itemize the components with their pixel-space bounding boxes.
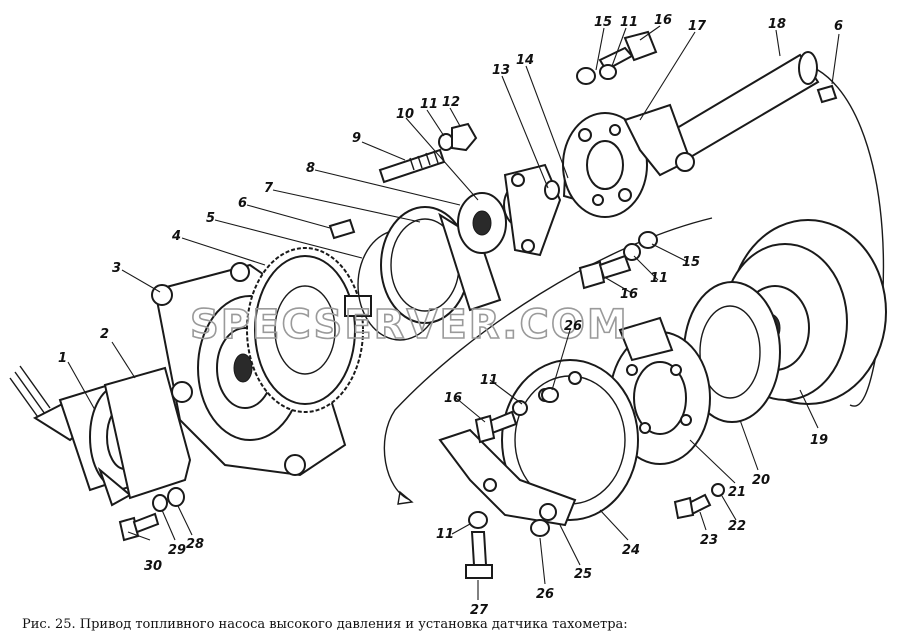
callout-14: 14 xyxy=(516,53,534,68)
bolt-27 xyxy=(465,531,493,579)
callout-15-top: 15 xyxy=(594,15,612,30)
callout-8: 8 xyxy=(306,161,315,176)
callout-10: 10 xyxy=(396,107,414,122)
sensor-bracket xyxy=(438,428,577,527)
callout-26-bottom: 26 xyxy=(536,587,554,602)
washer-22 xyxy=(711,483,725,497)
callout-16-mid: 16 xyxy=(444,391,462,406)
callout-7: 7 xyxy=(264,181,274,196)
callout-23: 23 xyxy=(700,533,718,548)
callout-11-mid: 11 xyxy=(480,373,498,388)
callout-22: 22 xyxy=(728,519,746,534)
callout-15-right: 15 xyxy=(682,255,700,270)
leader-lines xyxy=(67,25,840,600)
callout-16-top: 16 xyxy=(654,13,672,28)
key-small xyxy=(328,218,356,240)
callout-11-lower: 11 xyxy=(436,527,454,542)
callout-29: 29 xyxy=(168,543,186,558)
group-outline xyxy=(794,61,885,407)
callout-1: 1 xyxy=(58,351,67,366)
callout-19: 19 xyxy=(810,433,828,448)
washer-14 xyxy=(544,180,560,200)
callout-6-key: 6 xyxy=(238,196,247,211)
washer-28 xyxy=(167,487,185,507)
nut-12 xyxy=(451,122,478,152)
bolt-16-mid xyxy=(474,400,528,444)
bolt-16-lower xyxy=(578,231,658,290)
figure-caption: Рис. 25. Привод топливного насоса высоко… xyxy=(22,617,628,632)
gasket xyxy=(103,366,192,500)
callout-6-top: 6 xyxy=(834,19,843,34)
callout-4: 4 xyxy=(171,229,181,244)
callout-30: 30 xyxy=(144,559,162,574)
callout-11-upper: 11 xyxy=(420,97,438,112)
callout-16-right: 16 xyxy=(620,287,638,302)
callout-9: 9 xyxy=(352,131,361,146)
watermark: SPECSERVER.COM xyxy=(190,302,629,348)
callout-25: 25 xyxy=(574,567,592,582)
callout-18: 18 xyxy=(768,17,786,32)
callout-3: 3 xyxy=(112,261,121,276)
callout-12: 12 xyxy=(442,95,460,110)
arrow-pointer xyxy=(397,490,414,505)
stud-thread xyxy=(409,150,439,171)
callout-27: 27 xyxy=(470,603,489,618)
drive-gear xyxy=(246,247,372,413)
callout-28: 28 xyxy=(186,537,204,552)
callout-20: 20 xyxy=(752,473,770,488)
flange-coupling xyxy=(562,112,648,218)
callout-17: 17 xyxy=(688,19,707,34)
washer-26-bottom xyxy=(530,519,550,537)
callout-21: 21 xyxy=(728,485,746,500)
callout-11-right: 11 xyxy=(650,271,668,286)
washer-29 xyxy=(152,494,168,512)
callout-24: 24 xyxy=(622,543,640,558)
key-large xyxy=(816,84,838,104)
callout-13: 13 xyxy=(492,63,510,78)
bearing-cover xyxy=(380,206,502,324)
drive-shaft xyxy=(623,51,820,177)
callout-numbers: 1 2 3 4 5 6 6 7 8 9 10 11 11 11 11 11 12… xyxy=(58,13,843,618)
callout-11-top: 11 xyxy=(620,15,638,30)
callout-2: 2 xyxy=(100,327,109,342)
callout-5: 5 xyxy=(206,211,215,226)
bearing-coupling xyxy=(457,163,562,257)
bolt-16-upper xyxy=(576,30,658,85)
washer-11-upper xyxy=(438,133,454,151)
washer-26-top xyxy=(541,387,559,403)
bolt-23 xyxy=(673,493,712,520)
callout-26-top: 26 xyxy=(564,319,582,334)
washer-11-lower xyxy=(468,511,488,529)
